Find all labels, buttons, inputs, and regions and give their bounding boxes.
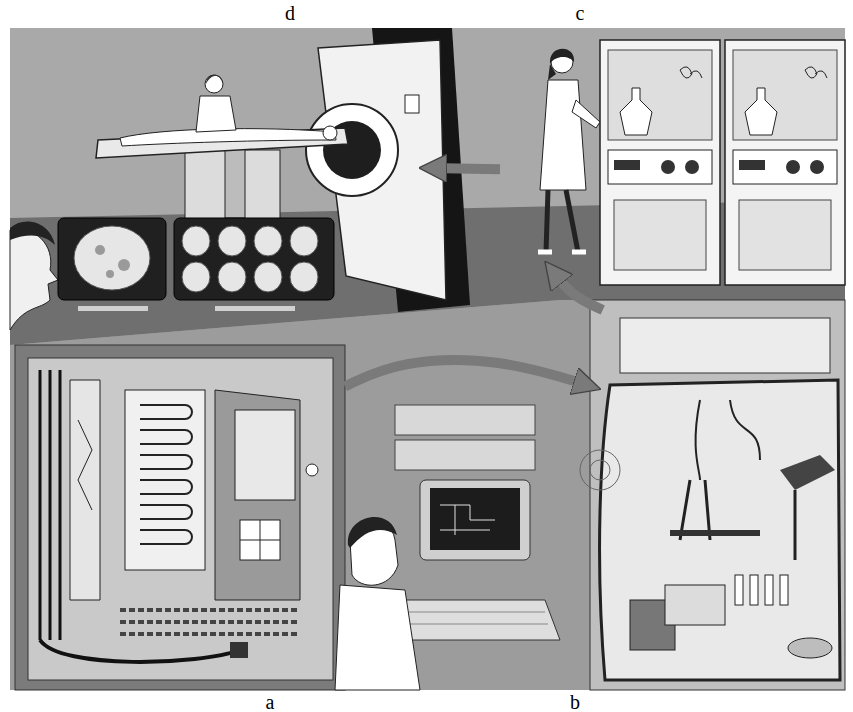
panel-letter: b	[555, 691, 595, 712]
gantry-panel	[405, 95, 419, 113]
panel-letter: d	[270, 2, 310, 24]
bed-column	[225, 148, 245, 218]
lab-technician	[538, 49, 600, 252]
technician-hair	[206, 75, 222, 84]
monitor-base	[78, 306, 148, 311]
monitor-base	[215, 306, 295, 311]
patient-head	[323, 126, 337, 140]
technician-head	[205, 75, 223, 93]
operator	[335, 517, 420, 690]
flow-arrow	[430, 168, 500, 169]
gantry-bore	[323, 121, 381, 179]
viewer-head	[10, 229, 58, 330]
control-computer	[390, 405, 560, 640]
hot-cell	[580, 300, 845, 690]
scan-spot	[106, 270, 114, 278]
background	[10, 28, 845, 690]
monitor	[174, 218, 334, 300]
flow-arrow	[345, 360, 590, 386]
panel-letter: c	[560, 2, 600, 24]
panel-region: a	[15, 345, 345, 690]
cyclotron	[15, 345, 345, 690]
panel-region: c	[500, 30, 845, 270]
patient	[120, 129, 336, 146]
scan-slices	[182, 226, 318, 292]
scan-spot	[95, 245, 105, 255]
monitor	[58, 218, 166, 300]
bed-top	[96, 128, 348, 158]
gantry-ring	[306, 104, 398, 196]
technician-coat	[196, 96, 236, 132]
panel-region: b	[590, 310, 845, 690]
brain-scan	[74, 226, 150, 290]
panel-region: d	[20, 30, 430, 330]
viewer-hair	[10, 222, 55, 245]
qc-cabinets	[600, 40, 845, 285]
lower-room	[10, 300, 845, 690]
scan-spot	[118, 259, 130, 271]
panel-letter: a	[250, 691, 290, 712]
flow-arrow	[552, 270, 603, 310]
